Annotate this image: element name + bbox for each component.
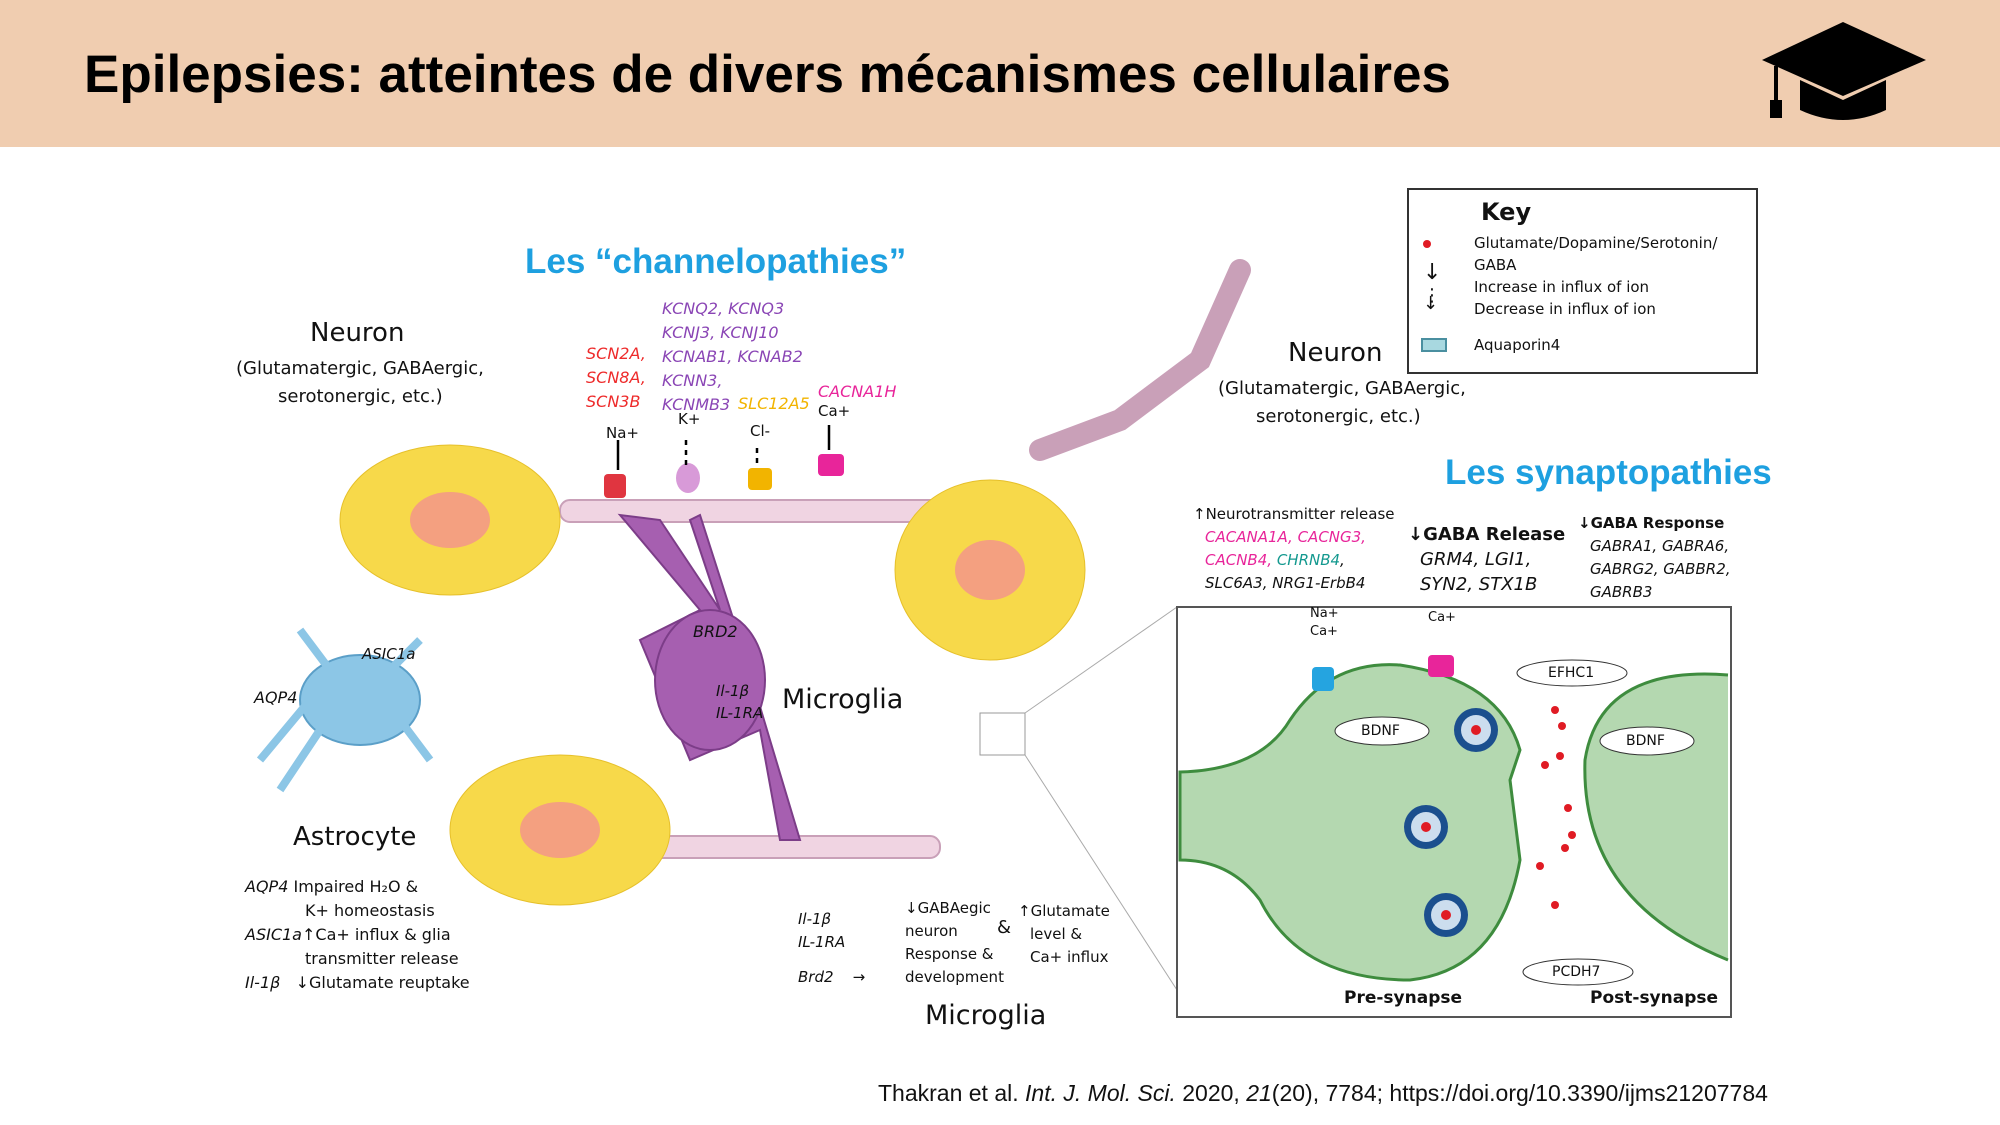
bdnf-post-label: BDNF <box>1626 733 1665 749</box>
neuron-right-sub1: (Glutamatergic, GABAergic, <box>1218 378 1466 399</box>
pcdh7-label: PCDH7 <box>1552 964 1601 980</box>
astrocyte-label: Astrocyte <box>293 822 417 852</box>
microglia-label: Microglia <box>782 684 904 715</box>
k-ion: K+ <box>678 410 701 428</box>
synaptopathies-title: Les synaptopathies <box>1445 453 1772 492</box>
synapse-panel <box>1176 606 1732 1018</box>
neuron-left-label: Neuron <box>310 318 405 348</box>
ion-channels <box>604 425 844 498</box>
syn-ca: Ca+ <box>1428 610 1456 625</box>
arrow-dotted-icon: ⋮↓ <box>1423 285 1441 314</box>
astrocyte-cell <box>256 627 434 793</box>
efhc1-label: EFHC1 <box>1548 665 1595 681</box>
cl-ion: Cl- <box>750 422 771 440</box>
il1ra-label: IL-1RA <box>716 704 764 722</box>
neuron-right-label: Neuron <box>1288 338 1383 368</box>
il1b-label: Il-1β <box>716 682 750 700</box>
gaba-release: ↓GABA Release GRM4, LGI1, SYN2, STX1B <box>1408 524 1566 595</box>
microglia-bottom-label: Microglia <box>925 1000 1047 1031</box>
asic1a-label: ASIC1a <box>362 645 416 663</box>
cl-gene: SLC12A5 <box>738 394 810 413</box>
arrow-solid-icon: ↓ <box>1423 260 1442 285</box>
mg-note-amp: & <box>997 917 1012 938</box>
nt-release: ↑Neurotransmitter release CACANA1A, CACN… <box>1193 505 1395 592</box>
na-ion: Na+ <box>606 424 639 442</box>
channelopathies-title: Les “channelopathies” <box>525 242 907 281</box>
astrocyte-notes: AQP4 Impaired H₂O & K+ homeostasis ASIC1… <box>245 877 470 992</box>
neuron-left-sub1: (Glutamatergic, GABAergic, <box>236 358 484 379</box>
bdnf-pre-label: BDNF <box>1361 723 1400 739</box>
post-synapse-label: Post-synapse <box>1590 988 1719 1008</box>
gaba-response: ↓GABA Response GABRA1, GABRA6, GABRG2, G… <box>1578 514 1731 601</box>
neurotransmitter-dot-icon <box>1423 240 1431 248</box>
aquaporin-icon <box>1421 338 1447 352</box>
microglia-cell <box>617 513 802 841</box>
zoom-box <box>979 712 1026 756</box>
brd2-label: BRD2 <box>693 622 738 641</box>
page-title: Epilepsies: atteintes de divers mécanism… <box>84 45 1451 104</box>
ca-ion: Ca+ <box>818 402 851 420</box>
neuron-left-sub2: serotonergic, etc.) <box>278 386 443 407</box>
na-genes: SCN2A,SCN8A,SCN3B <box>586 344 646 411</box>
syn-na-ca: Na+Ca+ <box>1310 606 1339 639</box>
ca-gene: CACNA1H <box>818 382 897 401</box>
neuron-right-sub2: serotonergic, etc.) <box>1256 406 1421 427</box>
header-bar <box>0 0 2000 147</box>
aqp4-label: AQP4 <box>254 688 298 707</box>
pre-synapse-label: Pre-synapse <box>1344 988 1463 1008</box>
citation: Thakran et al. Int. J. Mol. Sci. 2020, 2… <box>878 1080 1768 1106</box>
neuron-cells <box>339 444 1086 906</box>
